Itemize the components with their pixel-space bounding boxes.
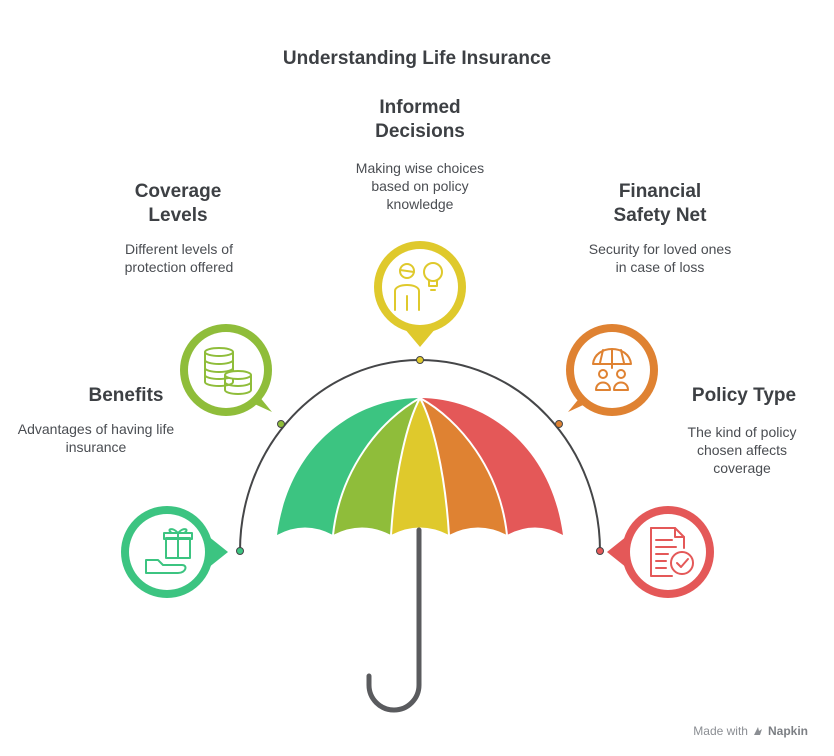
- canopy-panel-benefits: [277, 398, 420, 535]
- canopy-panel-coverage: [333, 398, 420, 535]
- person-lightbulb-icon: [394, 262, 443, 311]
- safety-title: Financial Safety Net: [613, 181, 707, 226]
- footer-made-with: Made with: [693, 724, 748, 738]
- umbrella-canopy: [277, 397, 563, 536]
- gift-in-hand-icon: [145, 528, 193, 574]
- badge-informed: [374, 241, 466, 347]
- policy-title: Policy Type: [691, 385, 797, 406]
- umbrella-handle: [366, 527, 422, 713]
- footer-brand: Napkin: [767, 724, 808, 738]
- policy-description: The kind of policy chosen affects covera…: [687, 424, 797, 476]
- umbrella-family-icon: [592, 348, 632, 391]
- coverage-description: Different levels of protection offered: [124, 241, 234, 275]
- coverage-title: Coverage Levels: [134, 181, 222, 226]
- canopy-panel-informed: [391, 398, 449, 535]
- badge-safety: [566, 324, 658, 416]
- document-check-icon: [650, 527, 694, 577]
- informed-title: Informed Decisions: [375, 97, 465, 142]
- canopy-panel-safety: [420, 398, 507, 535]
- canopy-panel-policy: [420, 398, 563, 535]
- footer: Made with Napkin: [693, 724, 808, 738]
- coin-stacks-icon: [204, 347, 252, 395]
- benefits-description: Advantages of having life insurance: [17, 421, 175, 455]
- safety-description: Security for loved ones in case of loss: [588, 241, 732, 275]
- badge-benefits: [121, 506, 228, 598]
- napkin-logo-icon: [753, 727, 762, 735]
- benefits-title: Benefits: [88, 385, 164, 406]
- badge-policy: [607, 506, 714, 598]
- diagram-title: Understanding Life Insurance: [282, 48, 552, 69]
- arc-dots: [236, 356, 604, 555]
- informed-description: Making wise choices based on policy know…: [355, 160, 485, 212]
- badge-coverage: [180, 324, 272, 416]
